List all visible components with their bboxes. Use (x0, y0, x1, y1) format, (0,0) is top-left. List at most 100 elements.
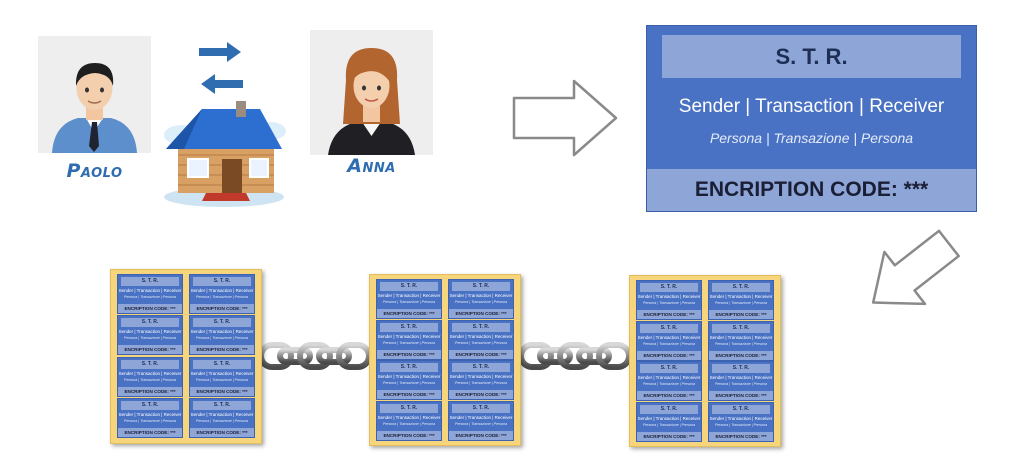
mini-card-fields: Sender | Transaction | Receiver (709, 375, 773, 380)
mini-card-fields: Sender | Transaction | Receiver (637, 334, 701, 340)
mini-card-fields-italian: Persona | Transazione | Persona (642, 382, 696, 386)
mini-card-fields-italian: Persona | Transazione | Persona (123, 377, 177, 382)
mini-card-fields: Sender | Transaction | Receiver (449, 293, 513, 298)
mini-card-title: S. T. R. (640, 283, 698, 292)
outline-arrow-icon (512, 79, 618, 157)
mini-card-fields-italian: Persona | Transazione | Persona (195, 418, 249, 423)
mini-card-fields-italian: Persona | Transazione | Persona (642, 422, 696, 427)
mini-card-fields-italian: Persona | Transazione | Persona (195, 336, 249, 341)
mini-card-fields-italian: Persona | Transazione | Persona (454, 340, 508, 345)
mini-card-fields: Sender | Transaction | Receiver (377, 333, 441, 339)
mini-card-fields-italian: Persona | Transazione | Persona (195, 377, 249, 382)
mini-card-title: S. T. R. (640, 323, 698, 333)
mini-card-title: S. T. R. (712, 404, 770, 414)
mini-card-encryption-code: ENCRIPTION CODE: *** (709, 391, 773, 400)
mini-card-fields: Sender | Transaction | Receiver (709, 415, 773, 421)
mini-card-encryption-code: ENCRIPTION CODE: *** (449, 390, 513, 399)
mini-card-fields-italian: Persona | Transazione | Persona (382, 381, 436, 385)
mini-card-title: S. T. R. (380, 282, 438, 291)
man-avatar-icon (52, 63, 137, 153)
mini-card-title: S. T. R. (452, 282, 510, 291)
mini-card-fields: Sender | Transaction | Receiver (118, 329, 182, 335)
outline-arrow-icon (871, 229, 960, 306)
mini-card-encryption-code: ENCRIPTION CODE: *** (449, 430, 513, 440)
mini-card-fields-italian: Persona | Transazione | Persona (642, 341, 696, 346)
house-icon (164, 101, 286, 207)
mini-card-fields-italian: Persona | Transazione | Persona (382, 421, 436, 426)
paolo-name: Paolo (66, 160, 123, 182)
mini-card-encryption-code: ENCRIPTION CODE: *** (190, 304, 254, 313)
mini-card-encryption-code: ENCRIPTION CODE: *** (118, 427, 182, 437)
mini-card-fields-italian: Persona | Transazione | Persona (714, 382, 768, 386)
mini-card-title: S. T. R. (121, 277, 179, 286)
mini-card-encryption-code: ENCRIPTION CODE: *** (709, 350, 773, 360)
mini-card-title: S. T. R. (712, 364, 770, 373)
mini-card-fields-italian: Persona | Transazione | Persona (714, 341, 768, 346)
mini-card-title: S. T. R. (193, 277, 251, 286)
mini-card-fields-italian: Persona | Transazione | Persona (714, 422, 768, 427)
mini-card-fields-italian: Persona | Transazione | Persona (714, 301, 768, 305)
mini-card-fields: Sender | Transaction | Receiver (637, 415, 701, 421)
mini-card-fields: Sender | Transaction | Receiver (637, 294, 701, 299)
mini-card-encryption-code: ENCRIPTION CODE: *** (449, 349, 513, 359)
mini-card-title: S. T. R. (121, 318, 179, 328)
mini-card-title: S. T. R. (380, 363, 438, 372)
mini-card-fields: Sender | Transaction | Receiver (190, 329, 254, 335)
mini-card-encryption-code: ENCRIPTION CODE: *** (377, 390, 441, 399)
mini-card-fields-italian: Persona | Transazione | Persona (123, 295, 177, 299)
mini-card-fields: Sender | Transaction | Receiver (118, 288, 182, 293)
mini-card-fields: Sender | Transaction | Receiver (709, 294, 773, 299)
mini-card-title: S. T. R. (193, 359, 251, 369)
mini-card-fields-italian: Persona | Transazione | Persona (454, 381, 508, 385)
mini-card-fields: Sender | Transaction | Receiver (118, 370, 182, 376)
mini-card-encryption-code: ENCRIPTION CODE: *** (118, 304, 182, 313)
mini-card-encryption-code: ENCRIPTION CODE: *** (190, 427, 254, 437)
mini-card-encryption-code: ENCRIPTION CODE: *** (118, 345, 182, 355)
paolo-avatar-panel (38, 36, 151, 153)
str-card-fields-italian: Persona | Transazione | Persona (709, 130, 914, 146)
str-card-fields: Sender | Transaction | Receiver (678, 96, 945, 117)
mini-card-encryption-code: ENCRIPTION CODE: *** (709, 431, 773, 441)
mini-card-fields: Sender | Transaction | Receiver (377, 414, 441, 420)
mini-card-fields-italian: Persona | Transazione | Persona (123, 418, 177, 423)
str-record-card: S. T. R. Sender | Transaction | Receiver… (646, 25, 977, 212)
mini-card-title: S. T. R. (712, 283, 770, 292)
mini-card-title: S. T. R. (452, 403, 510, 413)
str-card-title: S. T. R. (662, 35, 961, 78)
mini-card-encryption-code: ENCRIPTION CODE: *** (637, 391, 701, 400)
mini-card-title: S. T. R. (193, 318, 251, 328)
mini-card-fields-italian: Persona | Transazione | Persona (454, 421, 508, 426)
mini-card-title: S. T. R. (380, 322, 438, 332)
mini-card-fields-italian: Persona | Transazione | Persona (454, 300, 508, 304)
mini-card-fields: Sender | Transaction | Receiver (449, 374, 513, 379)
mini-card-fields: Sender | Transaction | Receiver (449, 414, 513, 420)
mini-card-fields: Sender | Transaction | Receiver (377, 374, 441, 379)
mini-card-fields-italian: Persona | Transazione | Persona (382, 340, 436, 345)
mini-card-title: S. T. R. (712, 323, 770, 333)
mini-card-encryption-code: ENCRIPTION CODE: *** (377, 430, 441, 440)
mini-card-fields: Sender | Transaction | Receiver (449, 333, 513, 339)
anna-name: Anna (347, 155, 396, 177)
mini-card-encryption-code: ENCRIPTION CODE: *** (190, 345, 254, 355)
mini-card-title: S. T. R. (121, 359, 179, 369)
